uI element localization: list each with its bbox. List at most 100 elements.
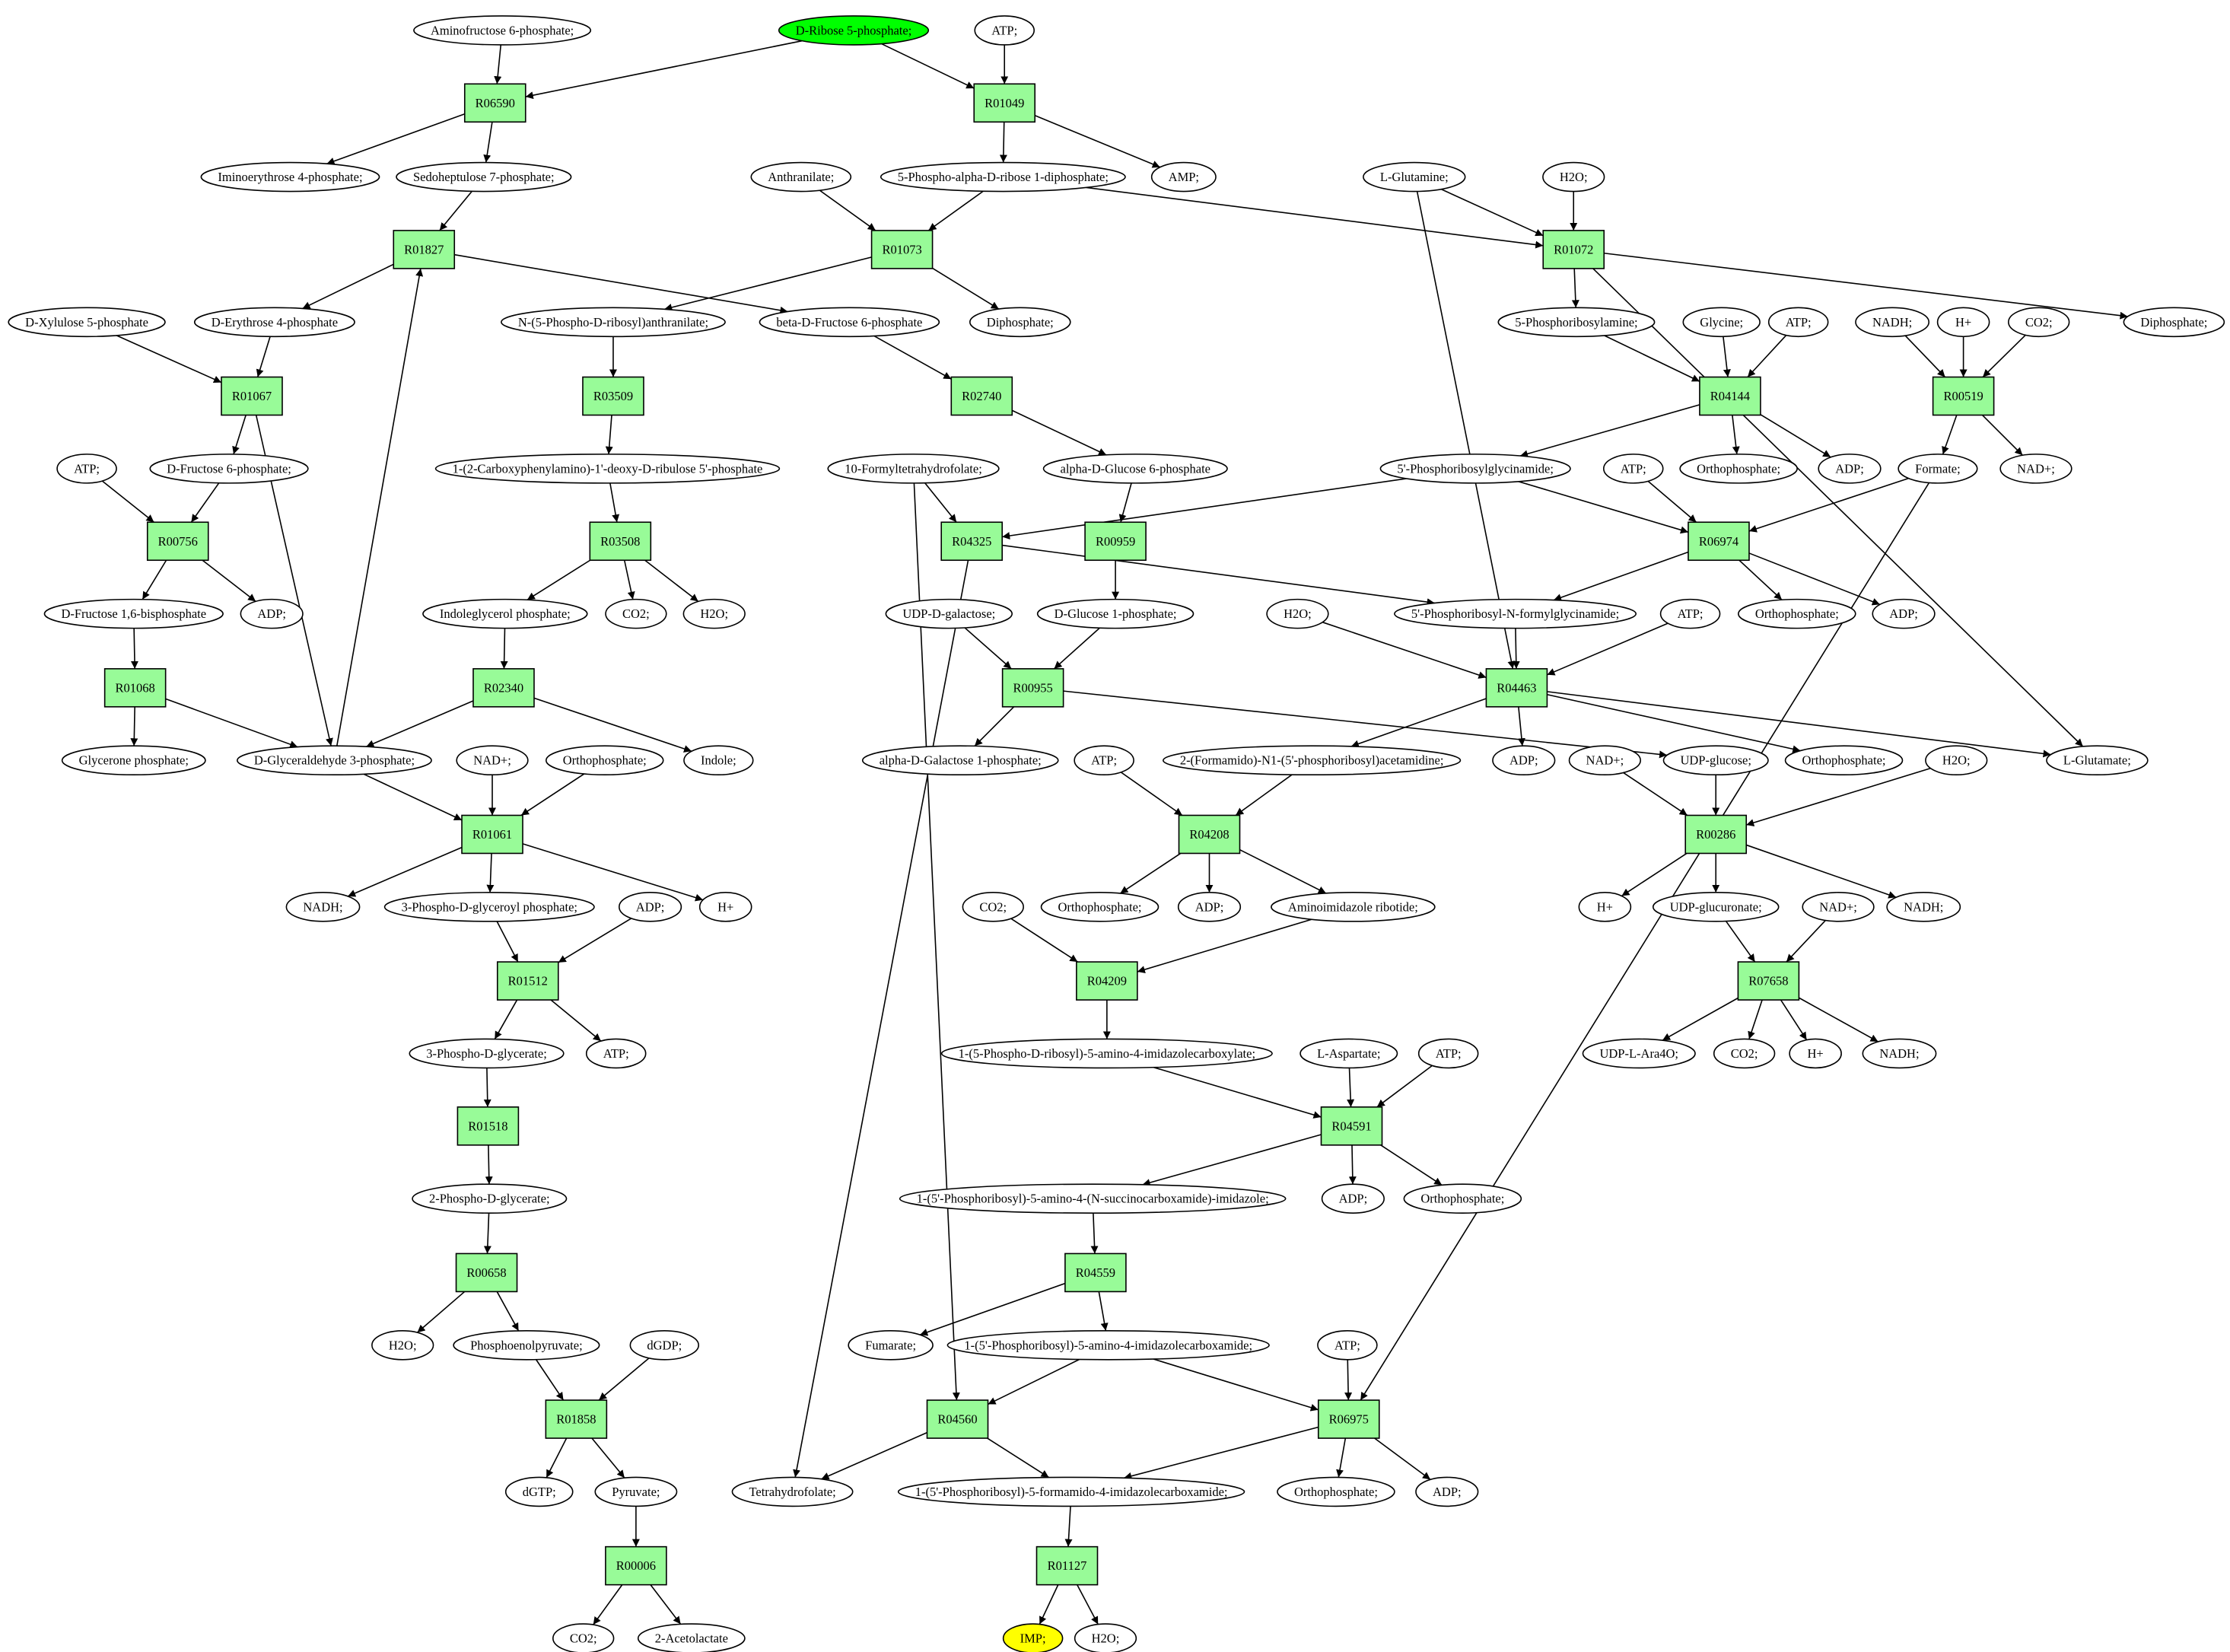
edge-r01512-to-pg3 (494, 999, 518, 1039)
edge-cair-to-r04591 (1153, 1066, 1322, 1119)
metabolite-label: UDP-D-galactose; (902, 606, 995, 621)
edge-dribose5p-to-r01049 (881, 43, 975, 89)
metabolite-h2o_r01127: H2O; (1074, 1623, 1137, 1652)
metabolite-node (200, 161, 380, 193)
reaction-node (461, 814, 523, 855)
metabolite-node (1855, 307, 1930, 338)
metabolite-label: 2-Phospho-D-glycerate; (429, 1192, 550, 1206)
metabolite-label: 2-Acetolactate (655, 1631, 728, 1646)
edge-r01072-to-diphosphate_right (1604, 252, 2128, 320)
reaction-label: R07658 (1748, 974, 1788, 988)
metabolite-node (1999, 454, 2073, 484)
metabolite-aicar: 1-(5'-Phosphoribosyl)-5-amino-4-imidazol… (946, 1330, 1270, 1361)
edge-r02740-to-alphaglucose6p (1011, 409, 1107, 456)
reaction-node (1542, 230, 1605, 269)
metabolite-node (1417, 1038, 1479, 1069)
metabolite-hplus_r00519: H+ (1936, 307, 1990, 338)
metabolite-node (409, 1038, 565, 1069)
metabolite-dxylulose5p: D-Xylulose 5-phosphate (8, 307, 166, 338)
reaction-r01827: R01827 (393, 230, 456, 269)
edge-dfructose16bp-to-r01068 (130, 628, 138, 669)
metabolite-atp_r04591: ATP; (1417, 1038, 1479, 1069)
reaction-label: R00519 (1943, 389, 1983, 403)
edge-air-to-r04209 (1137, 918, 1312, 973)
edge-dgdp-to-r01858 (598, 1358, 650, 1401)
metabolite-alphaglucose6p: alpha-D-Glucose 6-phosphate (1042, 454, 1228, 484)
metabolite-label: ATP; (991, 23, 1017, 37)
metabolite-node (731, 1476, 854, 1507)
edge-dglucose1p-to-r00955 (1053, 627, 1100, 670)
reaction-node (1076, 961, 1138, 1001)
metabolite-node (8, 307, 166, 338)
metabolite-node (1662, 745, 1769, 776)
metabolite-label: 5'-Phosphoribosyl-N-formylglycinamide; (1411, 606, 1619, 621)
metabolite-label: 5'-Phosphoribosylglycinamide; (1397, 461, 1554, 476)
metabolite-node (1415, 1476, 1479, 1507)
metabolite-node (1818, 454, 1882, 484)
metabolite-node (1789, 1038, 1842, 1069)
reaction-r02740: R02740 (950, 376, 1013, 416)
metabolite-pg2: 2-Phospho-D-glycerate; (412, 1183, 568, 1214)
metabolite-node (396, 161, 572, 193)
reaction-node (455, 1253, 518, 1293)
reaction-node (1699, 376, 1761, 416)
reaction-label: R01073 (882, 242, 921, 256)
metabolite-label: alpha-D-Glucose 6-phosphate (1061, 461, 1210, 476)
metabolite-nadh_r07658: NADH; (1862, 1038, 1937, 1069)
reaction-r01068: R01068 (103, 668, 167, 708)
metabolite-orthophosphate_r06975: Orthophosphate; (1277, 1476, 1395, 1507)
metabolite-fgar: 5'-Phosphoribosyl-N-formylglycinamide; (1394, 598, 1637, 629)
edge-r01858-to-dgtp (546, 1437, 568, 1479)
edge-r04144-to-adp_r04144 (1760, 414, 1831, 458)
metabolite-label: AMP; (1169, 170, 1199, 184)
metabolite-node (683, 745, 754, 776)
metabolite-label: Phosphoenolpyruvate; (470, 1338, 583, 1352)
metabolite-node (1266, 598, 1329, 629)
edge-r06975-to-adp_r06975 (1374, 1437, 1431, 1480)
metabolite-label: H2O; (389, 1338, 417, 1352)
edge-r00955-to-udpglucose (1063, 690, 1668, 759)
edge-sedoheptulose7p-to-r01827 (439, 190, 472, 231)
metabolite-node (848, 1330, 934, 1361)
metabolite-node (1177, 892, 1242, 922)
metabolite-atp_r00756: ATP; (56, 454, 117, 484)
metabolite-label: Orthophosphate; (1755, 606, 1839, 621)
reaction-r04209: R04209 (1076, 961, 1138, 1001)
edge-nadh_r00519-to-r00519 (1904, 335, 1946, 378)
reaction-node (1178, 814, 1241, 855)
edge-r01827-to-derythrose4p (302, 263, 394, 310)
metabolite-cdrp: 1-(2-Carboxyphenylamino)-1'-deoxy-D-ribu… (434, 454, 781, 484)
metabolite-label: dGDP; (647, 1338, 682, 1352)
reaction-node (1737, 961, 1800, 1001)
metabolite-hplus_r07658: H+ (1789, 1038, 1842, 1069)
metabolite-node (1163, 745, 1462, 776)
metabolite-node (899, 1183, 1287, 1214)
edge-r04463-to-fgam (1350, 698, 1487, 748)
edge-r00658-to-h2o_r00658 (416, 1291, 466, 1333)
edge-r01049-to-amp (1034, 115, 1161, 168)
edge-r01061-to-hplus_r01061 (522, 843, 704, 902)
metabolite-label: NAD+; (473, 753, 511, 768)
metabolite-node (1925, 745, 1988, 776)
edge-atp_r06974-to-r06974 (1647, 480, 1697, 523)
edge-r00286-to-hplus_r00286 (1621, 852, 1688, 897)
reaction-label: R06975 (1329, 1412, 1369, 1427)
reaction-node (146, 521, 209, 562)
metabolite-udplara4o: UDP-L-Ara4O; (1582, 1038, 1696, 1069)
reaction-r02340: R02340 (472, 668, 535, 708)
metabolite-h2o_r04463: H2O; (1266, 598, 1329, 629)
metabolite-hplus_r00286: H+ (1578, 892, 1632, 922)
metabolite-label: Indole; (701, 753, 736, 768)
metabolite-laspartate: L-Aspartate; (1300, 1038, 1398, 1069)
reaction-label: R00286 (1696, 827, 1735, 842)
edge-r00286-to-nadh_r00286 (1745, 844, 1897, 899)
edge-pg3-to-r01518 (483, 1068, 491, 1107)
metabolite-node (545, 745, 664, 776)
edge-atp_r04144-to-r04144 (1747, 335, 1787, 378)
edge-r01127-to-imp (1039, 1584, 1059, 1625)
metabolite-label: Diphosphate; (2140, 315, 2207, 329)
edge-r07658-to-nadh_r07658 (1799, 997, 1878, 1042)
reaction-r01518: R01518 (456, 1106, 520, 1146)
edge-r04591-to-adp_r04591 (1348, 1144, 1357, 1185)
metabolite-label: H+ (1808, 1046, 1824, 1061)
